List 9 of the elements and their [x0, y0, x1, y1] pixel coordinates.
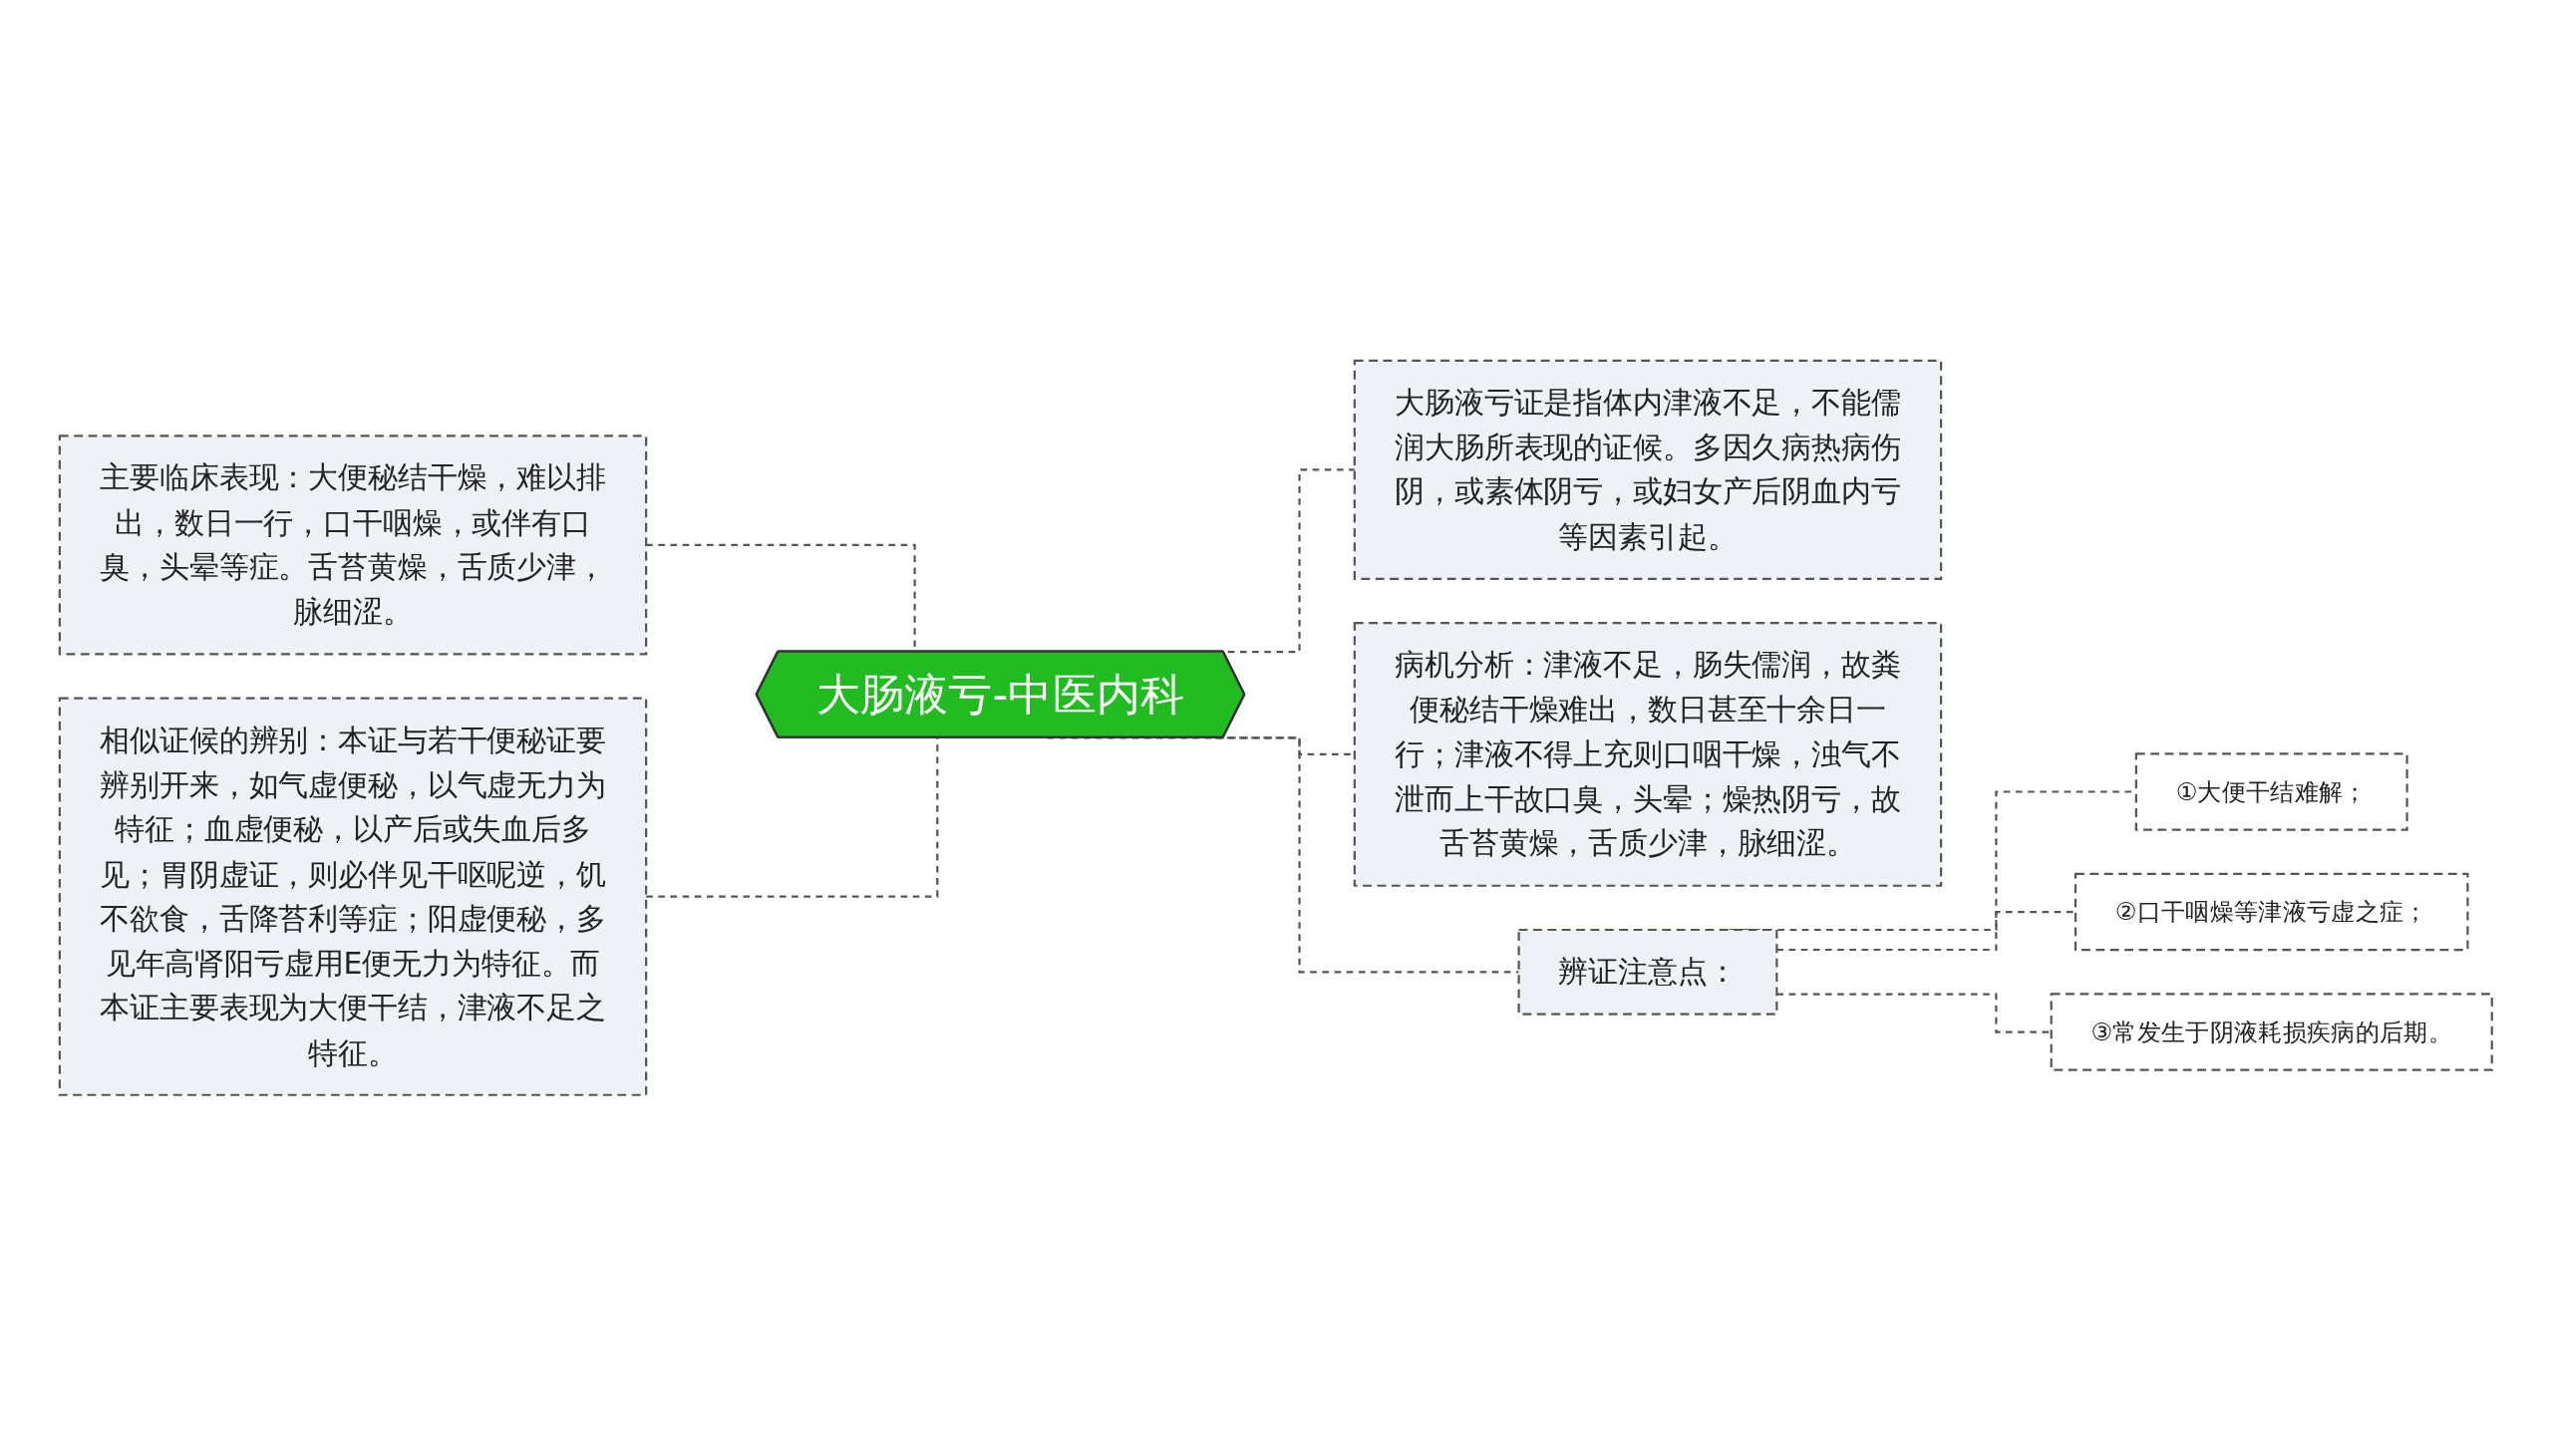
- node-box: [1517, 929, 1778, 1016]
- node-box: [1353, 359, 1943, 581]
- node-box: [1353, 622, 1943, 888]
- node-box: [2134, 752, 2408, 831]
- node-box: [58, 697, 648, 1097]
- node-box: [2050, 993, 2494, 1072]
- node-box: [58, 435, 648, 656]
- mind-map-diagram: 大肠液亏-中医内科 主要临床表现：大便秘结干燥，难以排出，数日一行，口干咽燥，或伴有口臭，头晕等症。舌苔黄燥，舌质少津，脉细涩。 相似证候的辨别：本证与若干便秘证要辨别开来，如气虚便秘，以气虚无力为特征；血虚便秘，以产后或失血后多见；胃阴虚证，则必伴见干呕呢逆，饥不欲食，舌降苔利等症；阳虚便秘，多见年高肾阳亏虚用E便无力为特征。而本证主要表现为大便干结，津液不足之特征。 大肠液亏证是指体内津液不足，不能儒润大肠所表现的证候。多因久病热病伤阴，或素体阴亏，或妇女产后阴血内亏等因素引起。 病机分析：津液不足，肠失儒润，故粪便秘结干燥难出，数日甚至十余日一行；津液不得上充则口咽干燥，浊气不泄而上干故口臭，头晕；燥热阴亏，故舌苔黄燥，舌质少津，脉细涩。 辨证注意点： ①大便干结难解； ②口干咽燥等津液亏虚之症； ③常发生于阴液耗损疾病的后期。: [51, 352, 2501, 1104]
- node-box: [2074, 872, 2469, 952]
